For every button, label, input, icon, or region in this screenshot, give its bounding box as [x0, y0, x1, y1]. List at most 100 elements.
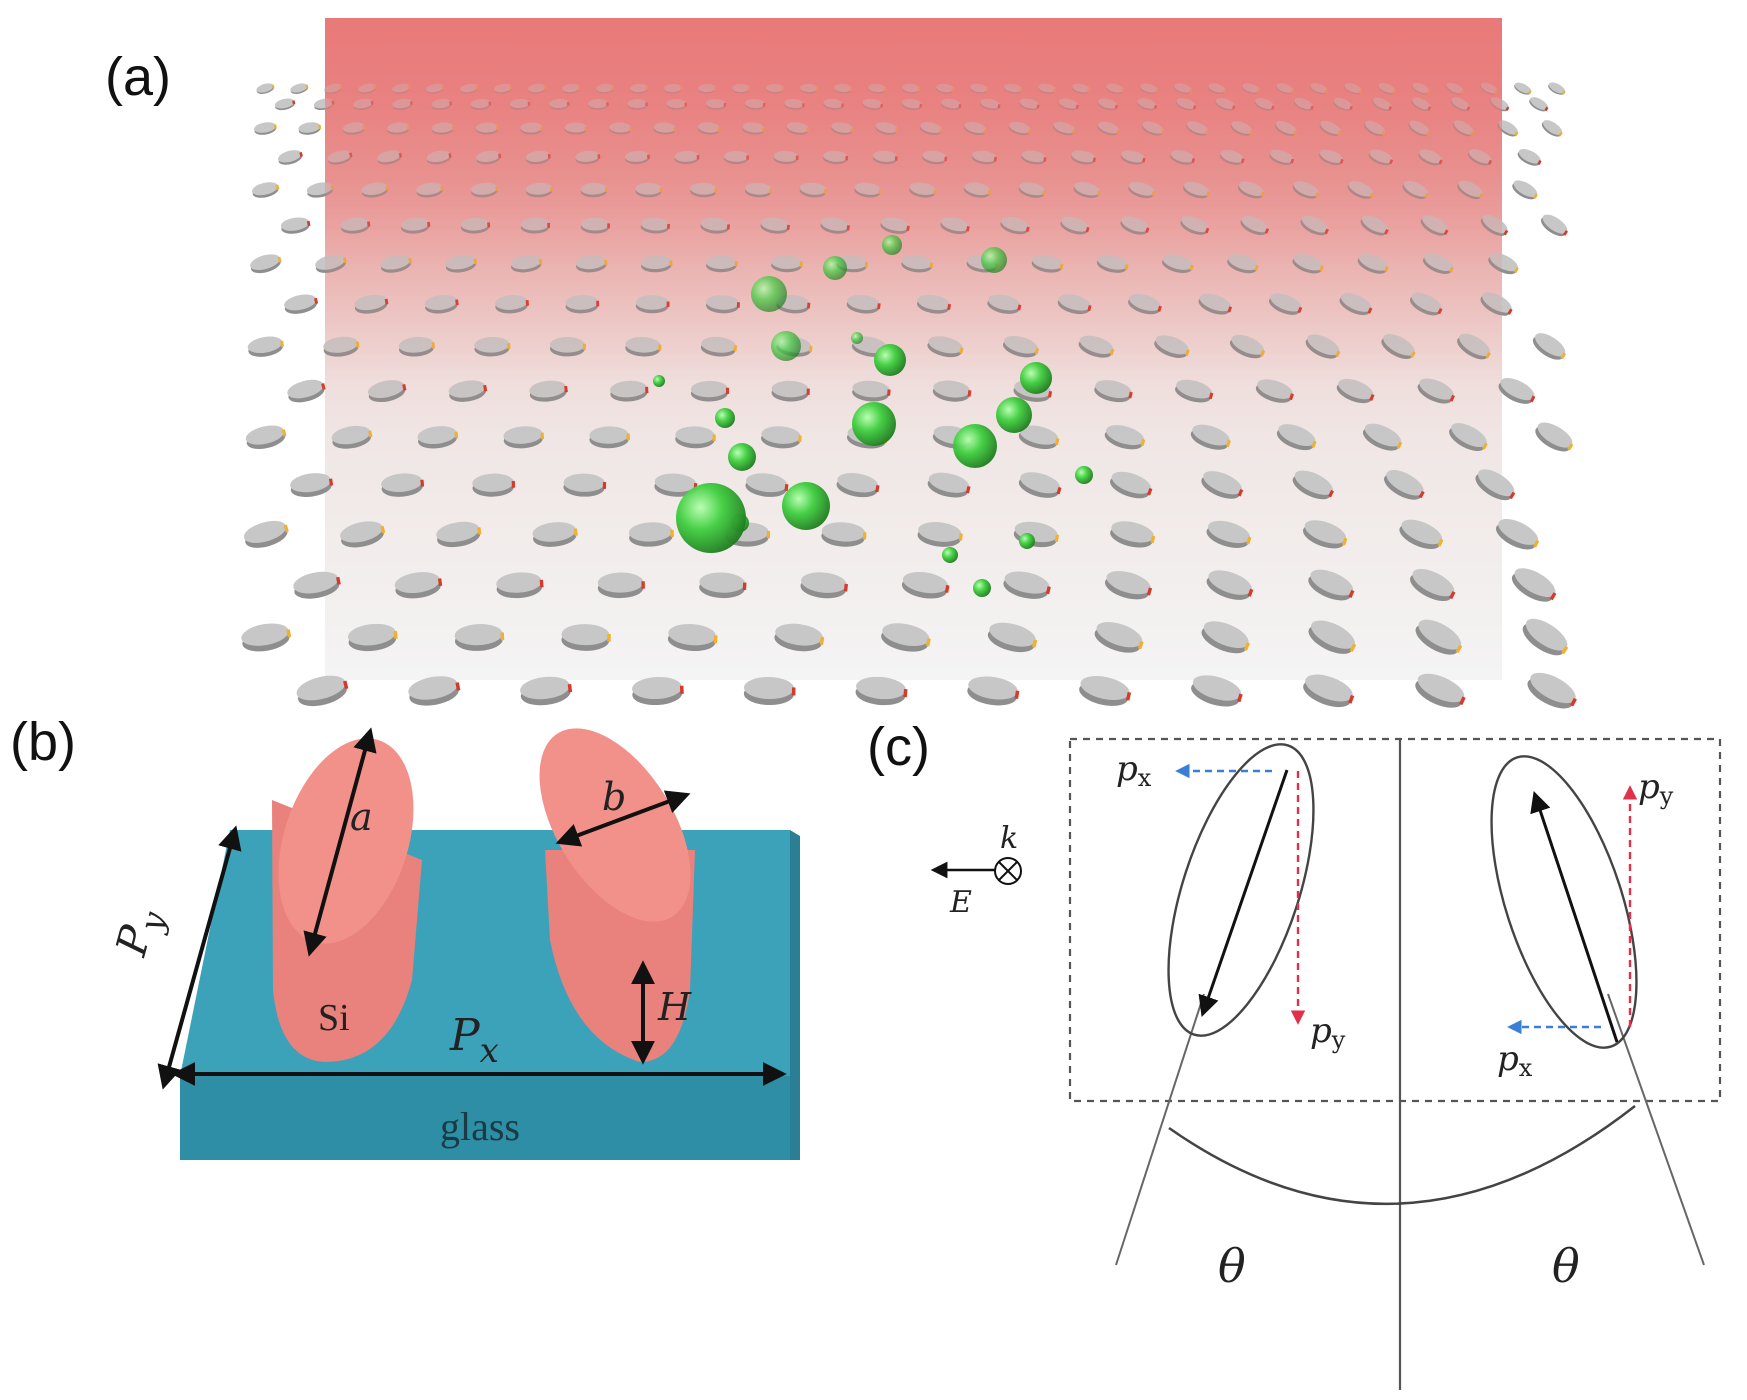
nanodisk-edge-mark — [1054, 438, 1060, 446]
nanodisk-top — [775, 623, 823, 646]
nanodisk — [436, 521, 482, 548]
nanodisk — [1514, 82, 1532, 95]
unit-cell-boundary — [1068, 737, 1722, 1103]
nanodisk-top — [668, 623, 717, 646]
nanodisk — [927, 472, 971, 498]
k-cross-2 — [998, 861, 1018, 881]
nanodisk-top — [520, 676, 570, 700]
nanodisk-top — [628, 522, 673, 542]
nanodisk — [1303, 674, 1355, 708]
nanodisk-top — [1530, 97, 1548, 110]
nanodisk-top — [1096, 621, 1143, 648]
nanodisk-edge-mark — [944, 585, 950, 593]
theta-ray-right-visible — [1607, 993, 1705, 1266]
nanodisk — [347, 623, 398, 652]
nanodisk — [1206, 520, 1252, 548]
nanodisk-edge-mark — [314, 297, 319, 304]
glass-substrate-front — [180, 1076, 790, 1160]
nanodisk — [394, 572, 443, 599]
nanodisk — [1495, 518, 1540, 550]
nanodisk — [1003, 571, 1051, 599]
nanodisk-edge-mark — [567, 683, 573, 693]
nanodisk-top — [746, 473, 788, 493]
label-py-left-main: p — [1310, 1011, 1332, 1051]
nanoparticle — [1020, 362, 1052, 394]
ellipse-left — [1167, 743, 1315, 1037]
nanodisk-top — [1537, 422, 1573, 448]
nanodisk — [1548, 82, 1566, 95]
nanodisk-top — [563, 473, 605, 492]
nanodisk-top — [1530, 672, 1576, 704]
nanodisk-edge-mark — [271, 84, 275, 89]
nanodisk-edge-mark — [965, 486, 971, 494]
nanodisk-edge-mark — [318, 124, 322, 130]
nanodisk-top — [532, 522, 576, 542]
nanodisk-edge-mark — [1014, 690, 1020, 699]
nanodisk — [667, 623, 718, 651]
nanoparticle — [852, 402, 896, 446]
nanodisk-edge-mark — [305, 84, 309, 89]
label-Py: Py — [106, 907, 174, 961]
nanodisk-top — [837, 473, 879, 493]
nanodisk-edge-mark — [286, 629, 292, 638]
nanodisk-edge-mark — [1549, 592, 1557, 601]
nanodisk-top — [280, 217, 310, 231]
nanodisk-edge-mark — [742, 582, 747, 591]
nanodisk — [280, 217, 311, 234]
nanodisk-top — [454, 624, 503, 646]
nanodisk-edge-mark — [1563, 230, 1569, 236]
nanodisk-top — [1514, 568, 1556, 598]
nanodisk-edge-mark — [1561, 90, 1566, 95]
nanodisk-edge-mark — [1437, 538, 1444, 547]
nanodisk — [245, 425, 287, 449]
label-px-left-sub: x — [1138, 764, 1152, 792]
nanodisk-edge-mark — [1146, 587, 1153, 596]
theta-arc — [1168, 1105, 1636, 1206]
nanodisk-top — [1525, 618, 1568, 651]
unit-cell-diagram: a b H Si glass Py Px — [106, 727, 800, 1160]
nanodisk-edge-mark — [1560, 352, 1567, 360]
nanodisk-top — [928, 472, 970, 493]
nanodisk — [340, 521, 386, 548]
nanodisk-top — [1311, 620, 1355, 649]
nanodisk — [800, 572, 848, 599]
nanodisk — [1308, 620, 1357, 654]
label-Si: Si — [318, 997, 350, 1039]
nanodisk-edge-mark — [1418, 490, 1425, 499]
label-theta-right: θ — [1552, 1239, 1580, 1293]
nanodisk-edge-mark — [1570, 697, 1577, 707]
nanodisk-top — [296, 675, 346, 701]
nanodisk-edge-mark — [602, 482, 607, 489]
nanodisk — [654, 473, 698, 497]
nanodisk-top — [293, 571, 339, 594]
nanodisk — [1475, 469, 1516, 501]
nanoparticle — [751, 276, 787, 312]
nanodisk-edge-mark — [420, 479, 425, 487]
nanodisk-top — [241, 623, 289, 646]
nanodisk-top — [436, 521, 480, 543]
nanodisk — [1191, 675, 1243, 707]
nanodisk-top — [1294, 470, 1333, 495]
nanodisk — [247, 336, 285, 357]
nanodisk-top — [1498, 120, 1518, 135]
nanodisk-edge-mark — [784, 484, 789, 492]
panel-b-label: (b) — [10, 712, 76, 772]
nanodisk — [1535, 422, 1574, 452]
red-glow-overlay — [325, 18, 1502, 438]
nanodisk-edge-mark — [1459, 696, 1466, 706]
nanodisk — [1522, 618, 1569, 656]
nanodisk-top — [1542, 120, 1563, 135]
panel-a-label: (a) — [105, 47, 171, 107]
nanodisk-edge-mark — [343, 680, 349, 690]
nanodisk-edge-mark — [1567, 443, 1574, 451]
label-H: H — [657, 985, 692, 1029]
nanodisk-top — [1310, 569, 1354, 596]
nanodisk-top — [1514, 82, 1532, 94]
nanodisk-edge-mark — [1247, 588, 1254, 597]
nanodisk — [274, 98, 296, 111]
nanodisk-top — [256, 83, 274, 93]
nanodisk-edge-mark — [1507, 308, 1513, 315]
nanodisk — [628, 522, 674, 547]
nanodisk-edge-mark — [283, 524, 289, 533]
nanodisk-top — [1535, 333, 1566, 357]
